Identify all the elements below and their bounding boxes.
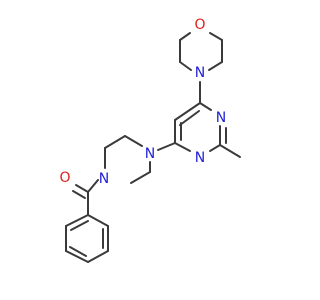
- piperazine-nitrogen-1-label: N: [99, 171, 109, 187]
- canvas-background: [0, 0, 300, 300]
- morpholine-oxygen-label: O: [194, 17, 205, 33]
- pyrimidine-piperazine-bond: [157, 142, 176, 151]
- methyl-group: [219, 144, 241, 158]
- piperazine-nitrogen-4-label: N: [145, 146, 155, 162]
- carbonyl-double-bond: [72, 184, 89, 199]
- benzene-ring: [65, 214, 109, 263]
- structure-canvas: O N N N N N O: [0, 0, 300, 300]
- morpholine-nitrogen-label: N: [195, 65, 205, 81]
- carbonyl-oxygen-label: O: [59, 170, 70, 186]
- pyrimidine-ring: [174, 102, 227, 152]
- morpholine-ring: [179, 32, 223, 71]
- piperazine-ring: [104, 135, 151, 184]
- pyrimidine-nitrogen-3-label: N: [195, 150, 205, 166]
- molecule-diagram: O N N N N N O: [0, 0, 300, 300]
- amide-bond: [87, 179, 99, 193]
- pyrimidine-nitrogen-1-label: N: [216, 110, 226, 126]
